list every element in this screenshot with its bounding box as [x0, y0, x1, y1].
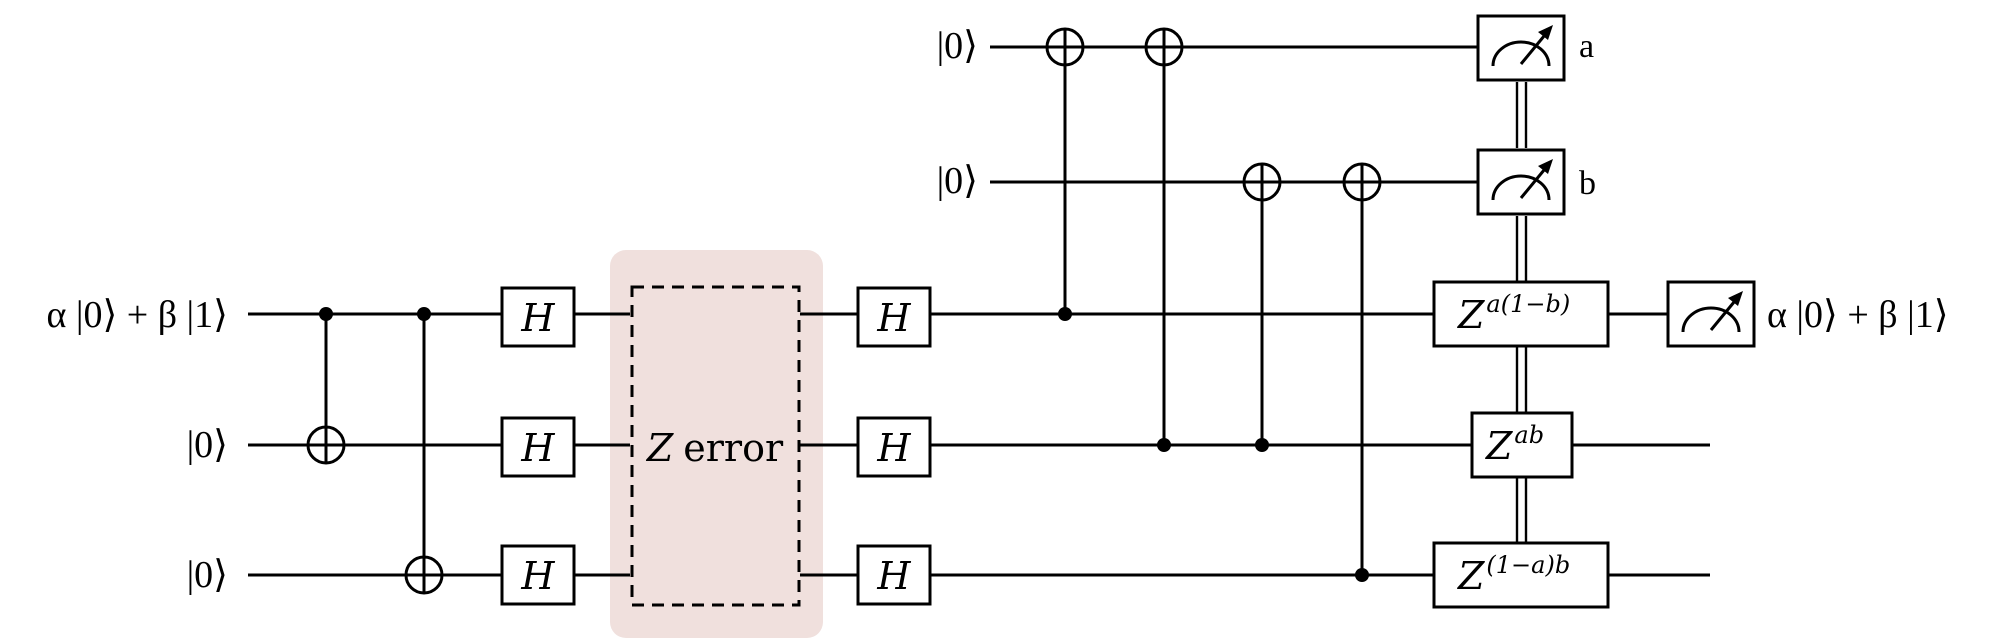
z-gate-conditional-top: Za(1−b)	[1432, 280, 1610, 348]
svg-text:H: H	[876, 426, 911, 470]
measurement-label-a: a	[1579, 28, 1594, 65]
hadamard-gate: H	[500, 416, 576, 478]
measurement-a	[1476, 14, 1566, 82]
hadamard-gate: H	[856, 286, 932, 348]
svg-text:H: H	[520, 426, 555, 470]
svg-text:H: H	[876, 296, 911, 340]
input-label-data-qubit: α |0⟩ + β |1⟩	[46, 294, 228, 336]
input-label-ancilla-1: |0⟩	[187, 424, 228, 466]
svg-text:Za(1−b): Za(1−b)	[1457, 290, 1570, 337]
error-region-background	[610, 250, 823, 638]
measurement-b	[1476, 148, 1566, 216]
cnot-syndrome-2	[1144, 27, 1184, 452]
hadamard-gate: H	[500, 286, 576, 348]
svg-text:Zab: Zab	[1485, 421, 1544, 468]
control-dot	[417, 307, 431, 321]
hadamard-gate: H	[856, 544, 932, 606]
measurement-label-b: b	[1579, 165, 1596, 202]
hadamard-gate: H	[500, 544, 576, 606]
cnot-syndrome-1	[1045, 27, 1085, 321]
cnot-encode-1	[306, 307, 346, 465]
cnot-encode-2	[404, 307, 444, 595]
error-label-word: error	[683, 426, 784, 470]
z-gate-conditional-bottom: Z(1−a)b	[1432, 541, 1610, 609]
measurement-output	[1666, 280, 1756, 348]
cnot-syndrome-3	[1242, 162, 1282, 452]
hadamard-gate: H	[856, 416, 932, 478]
error-label-var: Z	[646, 426, 674, 470]
control-dot	[319, 307, 333, 321]
error-box	[630, 285, 801, 607]
input-label-ancilla-2: |0⟩	[187, 554, 228, 596]
input-label-syndrome-b: |0⟩	[937, 160, 978, 202]
cnot-syndrome-4	[1342, 162, 1382, 582]
input-label-syndrome-a: |0⟩	[937, 25, 978, 67]
svg-text:H: H	[520, 554, 555, 598]
z-gate-conditional-middle: Zab	[1470, 411, 1574, 479]
svg-text:H: H	[876, 554, 911, 598]
output-label-data-qubit: α |0⟩ + β |1⟩	[1767, 294, 1949, 336]
svg-text:Z(1−a)b: Z(1−a)b	[1457, 551, 1570, 598]
svg-text:H: H	[520, 296, 555, 340]
classical-wires	[1515, 82, 1528, 543]
